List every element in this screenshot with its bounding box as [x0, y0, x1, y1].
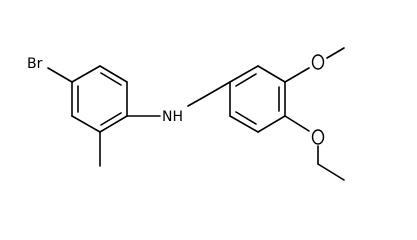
- left-ring-bond: [71, 65, 101, 83]
- ch2-to-ring-bond: [203, 81, 231, 98]
- amine-label: NH: [162, 109, 183, 125]
- right-ring-bond: [257, 65, 286, 83]
- left-ring-bond: [99, 65, 128, 83]
- methoxy-methyl-bond: [326, 47, 345, 59]
- ethoxy-o-bond: [284, 115, 310, 132]
- methoxy-oxygen-atom: [311, 54, 325, 70]
- right-ring-double-bond: [235, 73, 257, 87]
- left-ring: [71, 65, 128, 133]
- right-ring-bond: [229, 65, 259, 83]
- right-ring-bond: [257, 115, 286, 133]
- structure-diagram: Br NH: [27, 47, 345, 181]
- ethoxy-ch3-bond: [317, 163, 345, 181]
- right-ring-double-bond: [235, 111, 257, 125]
- left-ring-bond: [71, 115, 101, 133]
- right-ring-bond: [229, 115, 259, 133]
- nh-to-ch2-bond: [187, 96, 205, 107]
- br-bond: [47, 67, 73, 83]
- right-ring: [229, 65, 286, 133]
- left-ring-bond: [99, 115, 128, 133]
- left-ring-double-bond: [100, 72, 122, 86]
- bromine-label: Br: [27, 56, 43, 72]
- ethoxy-oxygen-atom: [311, 129, 325, 145]
- left-ring-double-bond: [100, 112, 122, 126]
- methoxy-o-bond: [284, 67, 310, 83]
